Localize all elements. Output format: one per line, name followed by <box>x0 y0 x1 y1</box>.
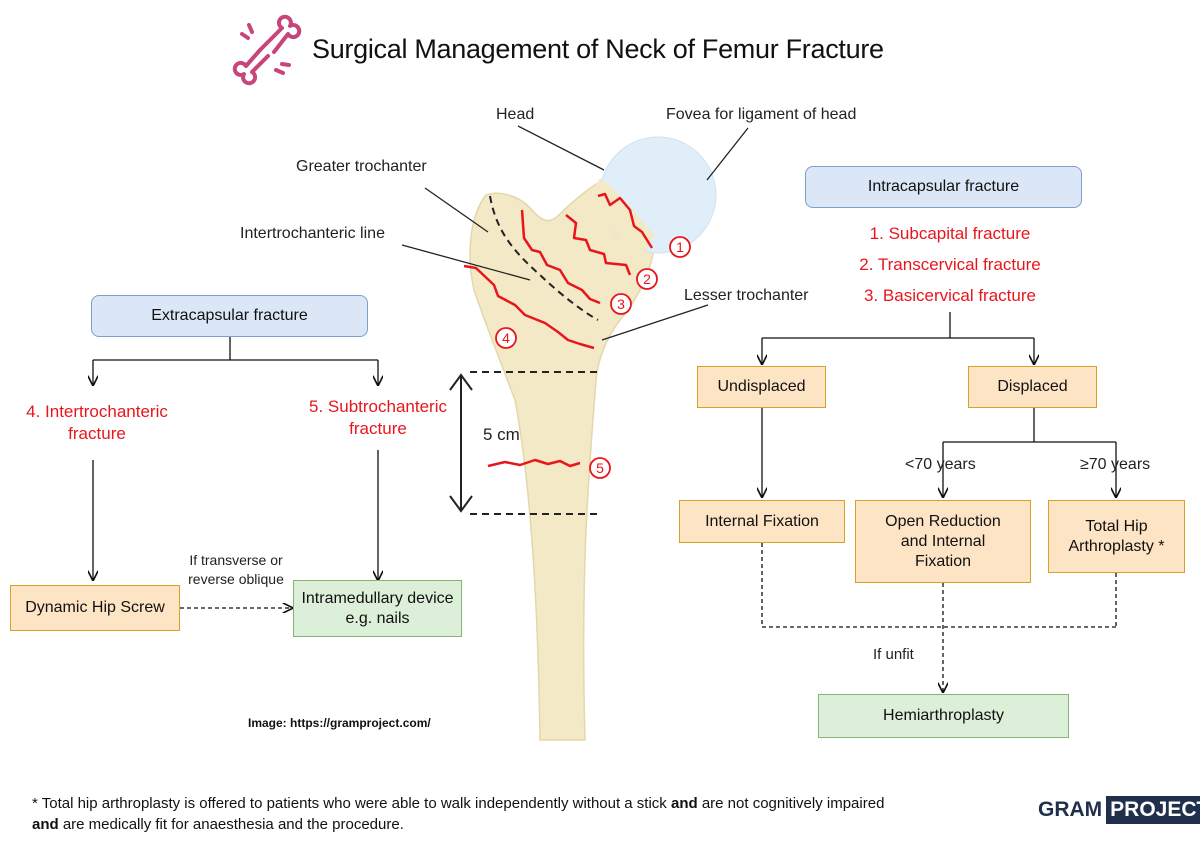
intertrochanteric-dashed-line <box>489 195 599 321</box>
fracture-line-2 <box>565 214 632 276</box>
lesser-trochanter-label: Lesser trochanter <box>684 287 809 304</box>
greater-trochanter-label: Greater trochanter <box>296 158 427 175</box>
marker-5-label: 5 <box>596 460 604 476</box>
undisplaced-box: Undisplaced <box>697 366 826 408</box>
intramedullary-device-box: Intramedullary device e.g. nails <box>293 580 462 637</box>
dynamic-hip-screw-label: Dynamic Hip Screw <box>25 599 165 616</box>
if-unfit-label: If unfit <box>873 646 914 663</box>
marker-5 <box>589 457 611 479</box>
distance-label: 5 cm <box>483 425 520 444</box>
orif-label: Open Reduction and Internal Fixation <box>885 512 1001 570</box>
intertrochanteric-line-label: Intertrochanteric line <box>240 225 385 242</box>
transcervical-fracture-label: 2. Transcervical fracture <box>859 255 1041 274</box>
marker-4-label: 4 <box>502 330 510 346</box>
dynamic-hip-screw-box: Dynamic Hip Screw <box>10 585 180 631</box>
footnote: * Total hip arthroplasty is offered to p… <box>32 793 1012 835</box>
basicervical-fracture-label: 3. Basicervical fracture <box>864 286 1036 305</box>
internal-fixation-label: Internal Fixation <box>705 512 819 530</box>
image-credit: Image: https://gramproject.com/ <box>248 716 431 730</box>
marker-3-label: 3 <box>617 296 625 312</box>
subtrochanteric-fracture-label: 5. Subtrochanteric fracture <box>309 397 447 438</box>
hemiarthroplasty-box: Hemiarthroplasty <box>818 694 1069 738</box>
femur-bone <box>469 177 657 741</box>
intertrochanteric-fracture-label: 4. Intertrochanteric fracture <box>26 402 168 443</box>
footnote-and-1: and <box>670 795 698 812</box>
hemiarthroplasty-label: Hemiarthroplasty <box>883 707 1004 724</box>
brand-right: PROJECT <box>1106 796 1200 824</box>
gram-project-logo: GRAM PROJECT <box>1038 795 1200 825</box>
head-label: Head <box>496 106 535 123</box>
intramedullary-device-label: Intramedullary device e.g. nails <box>301 589 454 627</box>
brand-left: GRAM <box>1038 798 1103 821</box>
internal-fixation-box: Internal Fixation <box>679 500 845 543</box>
footnote-and-2: and <box>32 816 59 833</box>
fracture-line-3 <box>520 209 601 305</box>
under-70-label: <70 years <box>905 456 976 473</box>
extracapsular-fracture-box: Extracapsular fracture <box>91 295 368 337</box>
footnote-text-3: are medically fit for anaesthesia and th… <box>58 816 404 833</box>
intracapsular-title: Intracapsular fracture <box>867 178 1020 195</box>
broken-bone-icon <box>232 14 302 86</box>
subcapital-fracture-label: 1. Subcapital fracture <box>869 224 1031 243</box>
total-hip-arthroplasty-label: Total Hip Arthroplasty * <box>1068 517 1165 555</box>
intracapsular-fracture-box: Intracapsular fracture <box>805 166 1082 208</box>
marker-4 <box>495 327 517 349</box>
over-70-label: ≥70 years <box>1080 456 1151 473</box>
undisplaced-label: Undisplaced <box>717 378 806 395</box>
orif-box: Open Reduction and Internal Fixation <box>855 500 1031 583</box>
marker-2-label: 2 <box>643 271 651 287</box>
footnote-text-1: * Total hip arthroplasty is offered to p… <box>32 795 671 812</box>
footnote-text-2: are not cognitively impaired <box>697 795 885 812</box>
fovea-label: Fovea for ligament of head <box>666 106 857 123</box>
fracture-line-5 <box>487 458 581 468</box>
extracapsular-title: Extracapsular fracture <box>151 307 308 324</box>
marker-1 <box>669 236 691 258</box>
displaced-label: Displaced <box>997 378 1068 395</box>
marker-3 <box>610 293 632 315</box>
total-hip-arthroplasty-box: Total Hip Arthroplasty * <box>1048 500 1185 573</box>
page-title: Surgical Management of Neck of Femur Fra… <box>312 34 884 64</box>
fracture-line-4 <box>463 264 595 350</box>
marker-2 <box>636 268 658 290</box>
marker-1-label: 1 <box>676 239 684 255</box>
displaced-box: Displaced <box>968 366 1097 408</box>
transverse-condition-label: If transverse or reverse oblique <box>188 552 284 587</box>
fracture-line-1 <box>597 192 654 249</box>
